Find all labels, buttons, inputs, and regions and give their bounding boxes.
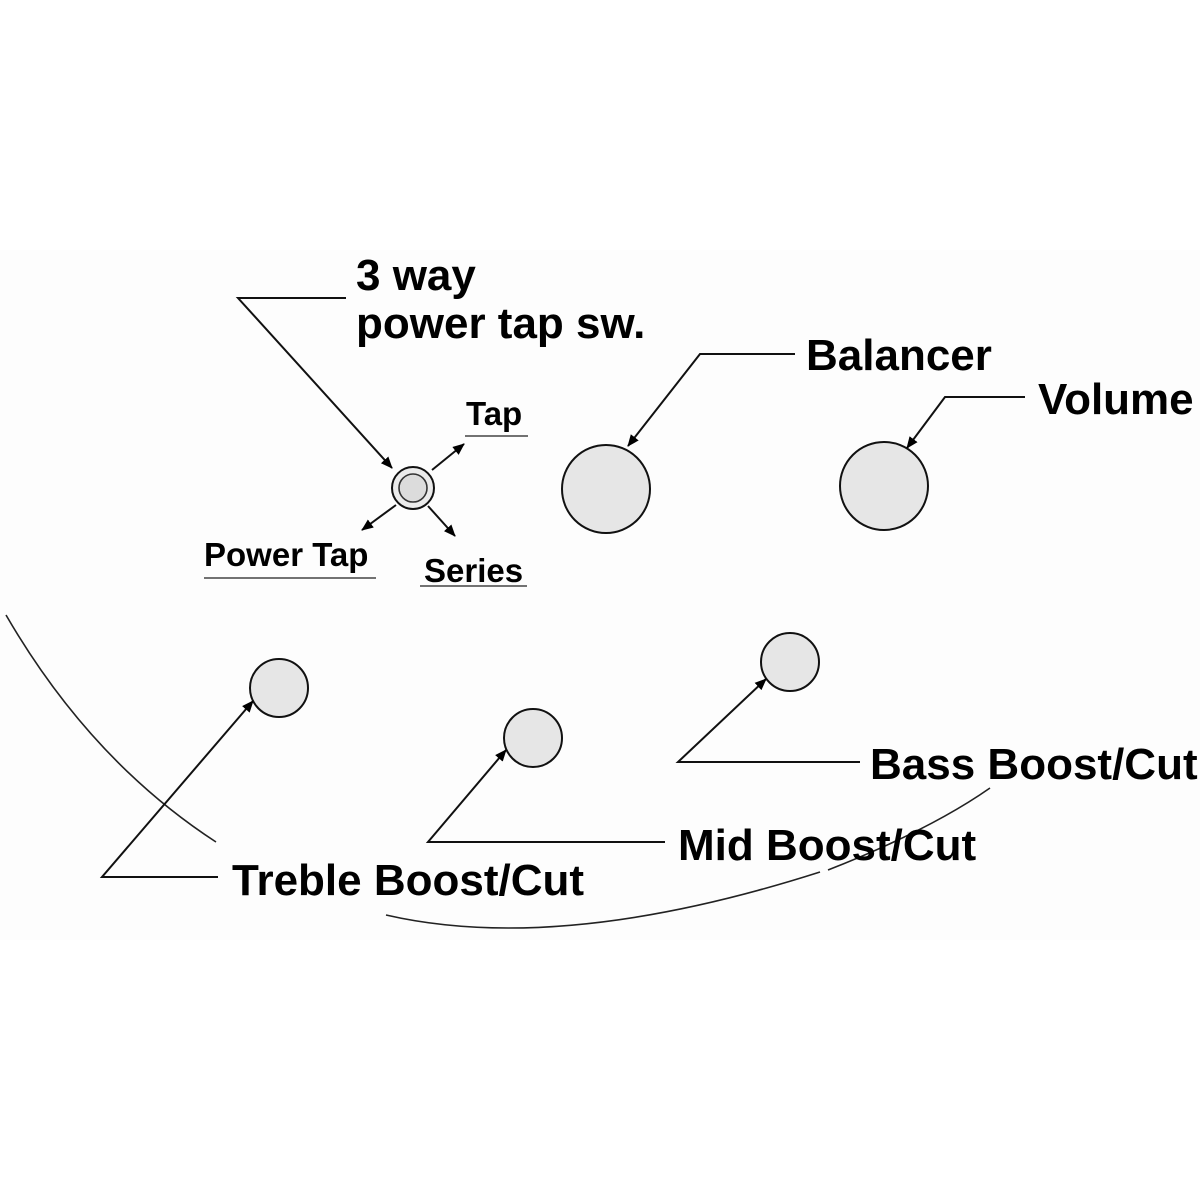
switch-cap-icon	[398, 473, 428, 503]
diagram-area	[0, 250, 1200, 940]
bass-label: Bass Boost/Cut	[870, 740, 1198, 789]
treble-knob[interactable]	[249, 658, 309, 718]
bass-knob[interactable]	[760, 632, 820, 692]
body-edge-curve-bottom	[385, 871, 821, 929]
power-tap-label: Power Tap	[204, 536, 368, 573]
volume-leader-line	[906, 396, 1025, 449]
tap-label: Tap	[466, 395, 522, 432]
balancer-label: Balancer	[806, 331, 992, 380]
mid-leader-line	[425, 749, 665, 843]
power-tap-switch[interactable]	[391, 466, 435, 510]
series-label: Series	[424, 552, 523, 589]
switch-leader-line	[235, 297, 393, 469]
switch-label-line2: power tap sw.	[356, 299, 645, 348]
body-edge-curve-left	[5, 614, 217, 843]
volume-knob[interactable]	[839, 441, 929, 531]
treble-label: Treble Boost/Cut	[232, 856, 584, 905]
balancer-knob[interactable]	[561, 444, 651, 534]
series-arrow-icon	[427, 505, 456, 537]
treble-leader-line	[99, 700, 254, 878]
mid-label: Mid Boost/Cut	[678, 821, 977, 870]
top-margin	[0, 0, 1200, 250]
balancer-leader-line	[627, 353, 795, 447]
power-tap-arrow-icon	[361, 504, 397, 531]
bottom-margin	[0, 940, 1200, 1200]
mid-knob[interactable]	[503, 708, 563, 768]
volume-label: Volume	[1038, 375, 1194, 424]
switch-label-line1: 3 way	[356, 251, 476, 300]
bass-leader-line	[675, 678, 860, 763]
tap-arrow-icon	[431, 443, 465, 471]
body-edge-curve-right	[827, 787, 991, 871]
